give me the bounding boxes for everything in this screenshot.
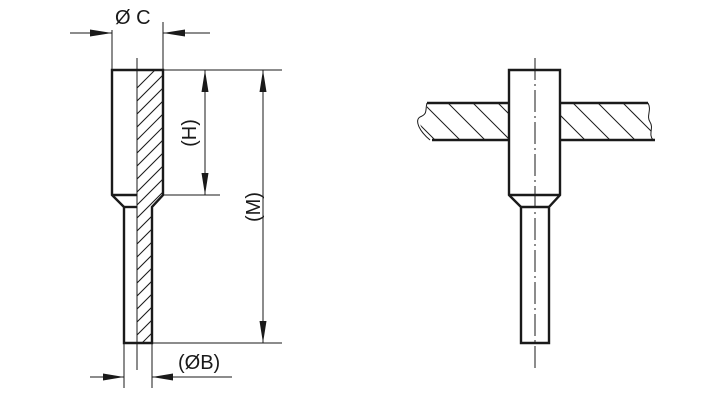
section-hatching bbox=[137, 70, 163, 343]
arrow-icon bbox=[103, 373, 124, 381]
break-line-right bbox=[647, 102, 654, 141]
arrow-icon bbox=[259, 70, 267, 92]
break-line-left bbox=[417, 102, 431, 141]
arrow-icon bbox=[163, 29, 185, 37]
arrow-icon bbox=[201, 70, 209, 92]
plate-right-hatching bbox=[560, 103, 653, 140]
arrow-icon bbox=[259, 321, 267, 343]
right-pin-outline bbox=[507, 68, 562, 345]
arrow-icon bbox=[201, 173, 209, 195]
dimension-label-height-h: (H) bbox=[179, 119, 201, 147]
dimension-label-length-m: (M) bbox=[243, 192, 265, 222]
dimension-label-diameter-c: Ø C bbox=[115, 7, 151, 29]
arrow-icon bbox=[152, 373, 173, 381]
plate-left-hatching bbox=[419, 103, 509, 140]
dimension-label-diameter-b: (ØB) bbox=[178, 352, 220, 374]
right-pin-view bbox=[417, 58, 655, 370]
left-pin-view: Ø C (H) (M) (ØB) bbox=[70, 7, 282, 388]
arrow-icon bbox=[90, 29, 112, 37]
